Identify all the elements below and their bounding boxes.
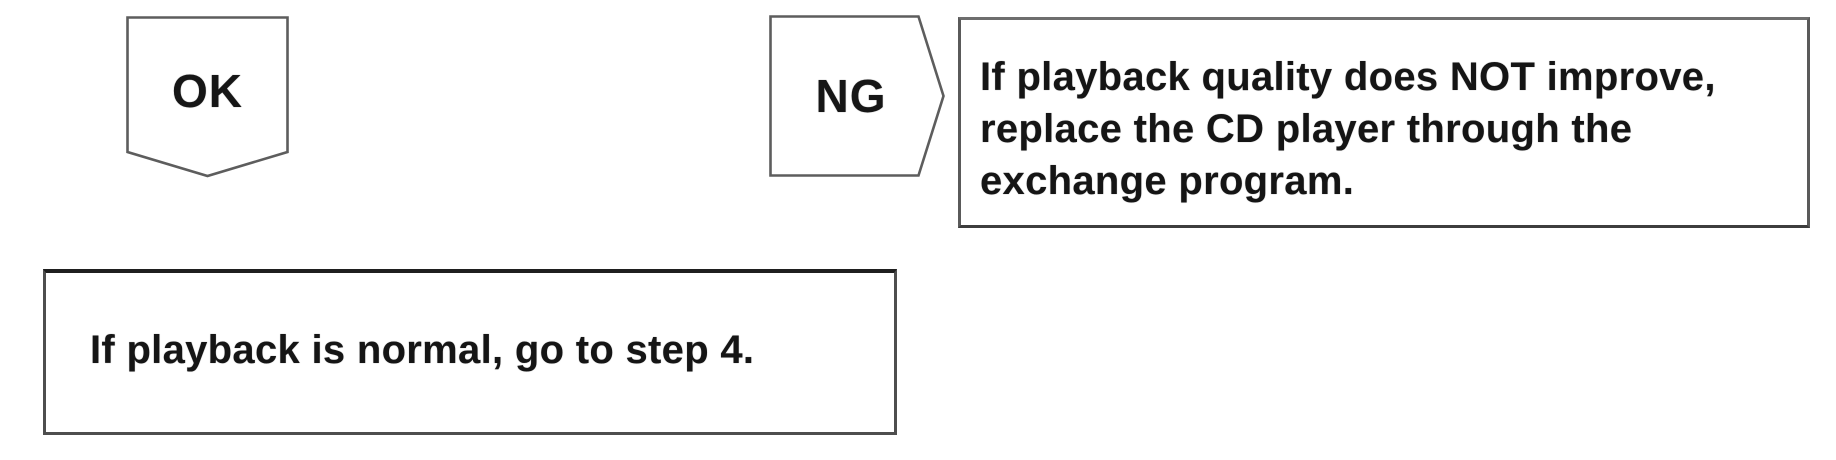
ok-result-box: If playback is normal, go to step 4.	[43, 269, 897, 435]
pentagon-right-icon	[769, 15, 945, 177]
ng-connector-label: NG	[815, 70, 887, 122]
ok-result-text: If playback is normal, go to step 4.	[90, 327, 755, 372]
ok-connector-label: OK	[172, 65, 243, 117]
ng-result-box: If playback quality does NOT improve, re…	[958, 17, 1810, 228]
ng-connector: NG	[769, 15, 945, 177]
ng-result-text: If playback quality does NOT improve, re…	[980, 54, 1716, 203]
pentagon-down-icon	[126, 16, 289, 178]
ok-connector: OK	[126, 16, 289, 178]
